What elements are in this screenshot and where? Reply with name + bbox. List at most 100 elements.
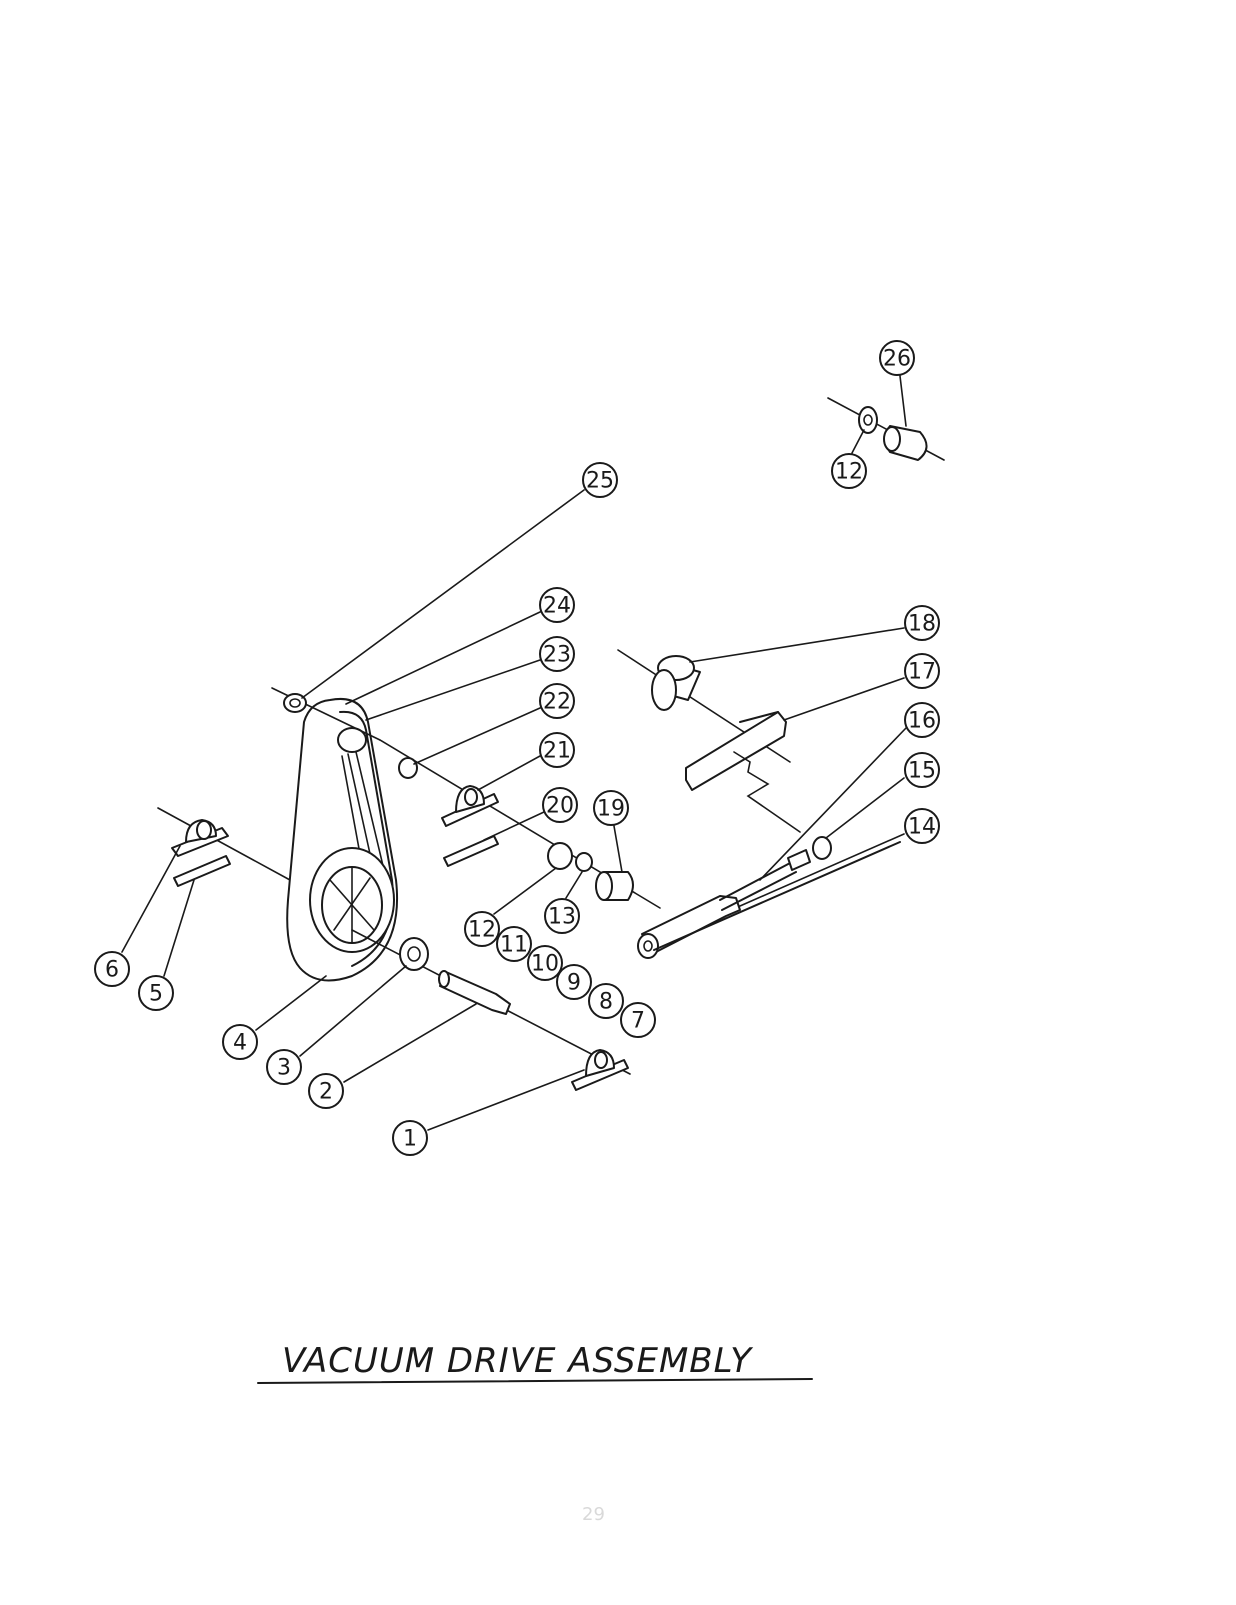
callout-circle: [222, 1024, 258, 1060]
callout-circle: [527, 945, 563, 981]
right-pillow-block: [571, 1049, 629, 1091]
callout-circle: [266, 1049, 302, 1085]
pulley-and-shaft: [351, 929, 631, 1075]
callout-2: 2: [308, 1073, 344, 1109]
callout-21: 21: [539, 732, 575, 768]
leader-line-16: [759, 727, 907, 881]
callout-label: 11: [500, 933, 528, 958]
callout-circle: [904, 752, 940, 788]
callout-26: 26: [879, 340, 915, 376]
callout-circle: [539, 587, 575, 623]
belt-guard: [286, 698, 398, 982]
left-pillow-block: [157, 807, 291, 887]
callout-13: 13: [544, 898, 580, 934]
callout-circle: [392, 1120, 428, 1156]
callout-5: 5: [138, 975, 174, 1011]
callout-circle: [588, 983, 624, 1019]
leader-line-22: [413, 707, 541, 765]
callout-label: 17: [908, 660, 936, 685]
callout-23: 23: [539, 636, 575, 672]
leader-line-23: [365, 659, 541, 721]
callout-18: 18: [904, 605, 940, 641]
callout-circle: [904, 653, 940, 689]
leader-line-24: [345, 611, 541, 705]
callout-label: 23: [543, 643, 571, 668]
callout-label: 2: [319, 1080, 333, 1105]
callout-15: 15: [904, 752, 940, 788]
pillow-block-21: [441, 785, 499, 867]
callout-circle: [464, 911, 500, 947]
callout-balloons: 1234567891011121314151617181920212223242…: [94, 340, 940, 1156]
callout-9: 9: [556, 964, 592, 1000]
leader-line-20: [483, 811, 545, 841]
leader-line-21: [477, 755, 541, 791]
drawing-title: VACUUM DRIVE ASSEMBLY: [282, 1341, 753, 1381]
leader-lines: [121, 375, 907, 1131]
coupling-set: [547, 842, 634, 901]
callout-circle: [904, 808, 940, 844]
callout-label: 24: [543, 594, 571, 619]
callout-12: 12: [831, 453, 867, 489]
page-number: 29: [582, 1504, 605, 1525]
callout-14: 14: [904, 808, 940, 844]
callout-20: 20: [542, 787, 578, 823]
callout-circle: [593, 790, 629, 826]
callout-8: 8: [588, 983, 624, 1019]
callout-circle: [879, 340, 915, 376]
leader-line-18: [689, 627, 905, 663]
callout-label: 12: [835, 460, 863, 485]
callout-label: 6: [105, 958, 119, 983]
arm-bracket-17: [685, 711, 801, 833]
callout-3: 3: [266, 1049, 302, 1085]
callout-label: 22: [543, 690, 571, 715]
callout-label: 4: [233, 1031, 247, 1056]
leader-line-25: [301, 489, 585, 699]
callout-17: 17: [904, 653, 940, 689]
callout-circle: [496, 926, 532, 962]
callout-circle: [831, 453, 867, 489]
callout-7: 7: [620, 1002, 656, 1038]
leader-line-15: [825, 777, 905, 839]
callout-circle: [556, 964, 592, 1000]
leader-line-6: [121, 845, 181, 953]
leader-line-2: [343, 1003, 477, 1083]
leader-line-5: [163, 879, 195, 977]
callout-11: 11: [496, 926, 532, 962]
title-underline: [257, 1378, 813, 1384]
leader-line-13: [565, 871, 583, 899]
callout-label: 5: [149, 982, 163, 1007]
callout-label: 21: [543, 739, 571, 764]
callout-circle: [308, 1073, 344, 1109]
callout-circle: [620, 1002, 656, 1038]
leader-line-3: [299, 965, 407, 1057]
leader-line-12: [851, 429, 865, 454]
leader-line-4: [255, 975, 327, 1031]
callout-label: 16: [908, 709, 936, 734]
callout-label: 25: [586, 469, 614, 494]
callout-label: 14: [908, 815, 936, 840]
callout-circle: [904, 702, 940, 738]
callout-label: 19: [597, 797, 625, 822]
callout-label: 13: [548, 905, 576, 930]
leader-line-12: [493, 867, 557, 915]
callout-12: 12: [464, 911, 500, 947]
callout-label: 7: [631, 1009, 645, 1034]
callout-circle: [138, 975, 174, 1011]
callout-label: 12: [468, 918, 496, 943]
leader-line-1: [427, 1069, 585, 1131]
leader-line-14: [739, 833, 905, 907]
callout-label: 20: [546, 794, 574, 819]
parts-layer: [157, 397, 945, 1091]
bearing-25: [271, 687, 381, 741]
callout-25: 25: [582, 462, 618, 498]
callout-label: 1: [403, 1127, 417, 1152]
callout-4: 4: [222, 1024, 258, 1060]
callout-label: 18: [908, 612, 936, 637]
callout-label: 9: [567, 971, 581, 996]
callout-22: 22: [539, 683, 575, 719]
callout-circle: [904, 605, 940, 641]
callout-6: 6: [94, 951, 130, 987]
callout-19: 19: [593, 790, 629, 826]
